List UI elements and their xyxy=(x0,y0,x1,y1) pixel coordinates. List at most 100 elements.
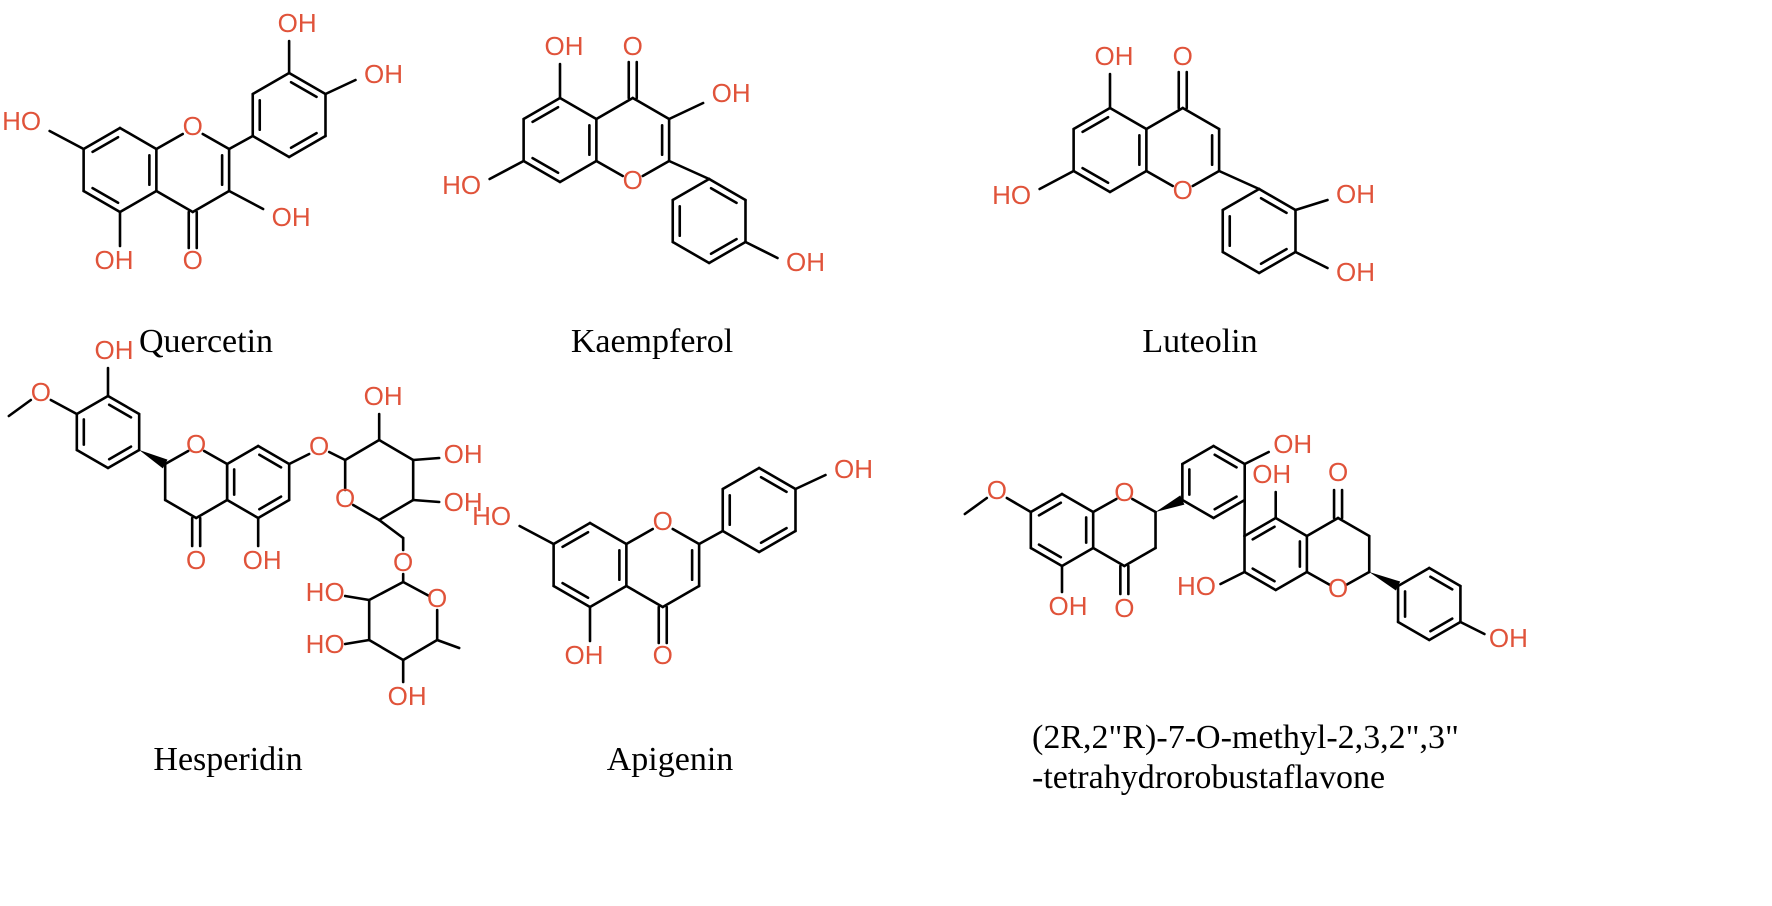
ring-bond xyxy=(721,466,761,491)
ring-bond xyxy=(1243,516,1278,538)
atom-label: OH xyxy=(1273,429,1312,459)
ring-bond xyxy=(1274,570,1309,592)
atom-label: O xyxy=(335,483,355,513)
atom-label: OH xyxy=(278,8,317,38)
ring-bond xyxy=(367,638,405,662)
compound-name-robustaflavone-line1: (2R,2"R)-7-O-methyl-2,3,2",3" xyxy=(1032,719,1459,756)
wedge-bond xyxy=(1369,572,1401,591)
atom-label: OH xyxy=(1336,257,1375,287)
double-bond xyxy=(258,495,283,511)
ring-bond xyxy=(1217,169,1261,191)
ring-bond xyxy=(118,189,158,214)
ring-bond xyxy=(1427,620,1462,642)
compound-name-luteolin: Luteolin xyxy=(1142,323,1258,360)
double-bond xyxy=(561,530,590,549)
ring-bond xyxy=(1060,546,1095,568)
double-bond xyxy=(107,403,133,419)
substituent-bond xyxy=(1005,496,1033,514)
ring-bond xyxy=(202,449,229,466)
ring-bond xyxy=(1344,570,1371,587)
ring-bond xyxy=(1212,444,1247,466)
methyl-bond xyxy=(435,638,461,650)
double-bond xyxy=(289,131,318,150)
ring-bond xyxy=(625,584,665,609)
substituent-bond xyxy=(48,129,85,151)
methyl-bond xyxy=(963,496,989,516)
atom-label: OH xyxy=(243,545,282,575)
ring-bond xyxy=(1221,250,1261,275)
substituent-bond xyxy=(287,452,311,466)
double-bond xyxy=(1213,453,1238,469)
atom-label: OH xyxy=(444,487,483,517)
ring-bond xyxy=(106,394,141,416)
ring-bond xyxy=(401,580,431,598)
atom-label: OH xyxy=(1336,179,1375,209)
double-bond xyxy=(1251,567,1276,583)
ring-bond xyxy=(671,527,701,546)
ring-bond xyxy=(667,159,711,181)
ring-bond xyxy=(631,96,671,121)
ring-bond xyxy=(75,448,110,470)
ring-bond xyxy=(118,126,158,151)
atom-label: OH xyxy=(545,31,584,61)
ring-bond xyxy=(106,448,141,470)
atom-label: HO xyxy=(2,106,41,136)
atom-label: OH xyxy=(95,335,134,365)
atom-label: O xyxy=(653,640,673,670)
compound-name-quercetin: Quercetin xyxy=(138,323,274,360)
ring-bond xyxy=(1427,566,1462,588)
wedge-bond xyxy=(1155,495,1185,512)
double-bond xyxy=(1429,575,1454,591)
ring-bond xyxy=(1145,106,1185,131)
ring-bond xyxy=(1145,169,1175,188)
ring-bond xyxy=(595,96,635,121)
atom-label: O xyxy=(31,377,51,407)
double-bond xyxy=(91,135,120,154)
ring-bond xyxy=(155,132,185,151)
ring-bond xyxy=(661,584,701,609)
methyl-bond xyxy=(7,398,33,418)
ring-bond xyxy=(287,134,327,159)
atom-label: O xyxy=(183,111,203,141)
substituent-bond xyxy=(794,473,827,491)
atom-label: OH xyxy=(834,454,873,484)
ring-bond xyxy=(588,584,628,609)
ring-bond xyxy=(595,159,625,178)
ring-bond xyxy=(225,498,260,520)
substituent-bond xyxy=(49,398,79,416)
atom-label: OH xyxy=(364,59,403,89)
atom-label: O xyxy=(393,547,413,577)
ring-bond xyxy=(1336,516,1371,538)
ring-bond xyxy=(201,132,231,151)
atom-label: HO xyxy=(306,629,345,659)
ring-bond xyxy=(1108,169,1148,194)
ring-bond xyxy=(256,498,291,520)
atom-label: HO xyxy=(306,577,345,607)
ring-bond xyxy=(251,134,291,159)
ring-bond xyxy=(552,521,592,546)
double-bond xyxy=(1037,501,1063,517)
ring-bond xyxy=(1396,566,1431,588)
ring-bond xyxy=(707,177,747,202)
ring-bond xyxy=(757,529,797,554)
substituent-bond xyxy=(327,450,347,462)
atom-label: OH xyxy=(95,245,134,275)
ring-bond xyxy=(588,521,628,546)
ring-bond xyxy=(641,159,671,178)
atom-label: OH xyxy=(364,381,403,411)
atom-label: O xyxy=(309,431,329,461)
atom-label: OH xyxy=(565,640,604,670)
double-bond xyxy=(1259,247,1288,266)
double-bond xyxy=(1037,543,1063,559)
ring-bond xyxy=(251,71,291,96)
ring-bond xyxy=(1274,516,1309,538)
ring-bond xyxy=(1191,169,1221,188)
substituent-bond xyxy=(377,518,405,540)
ring-bond xyxy=(1029,492,1064,514)
double-bond xyxy=(709,186,738,205)
atom-label: O xyxy=(1173,41,1193,71)
double-bond xyxy=(1081,166,1110,185)
double-bond xyxy=(107,445,133,461)
substituent-bond xyxy=(744,240,779,260)
atom-label: OH xyxy=(1252,459,1291,489)
